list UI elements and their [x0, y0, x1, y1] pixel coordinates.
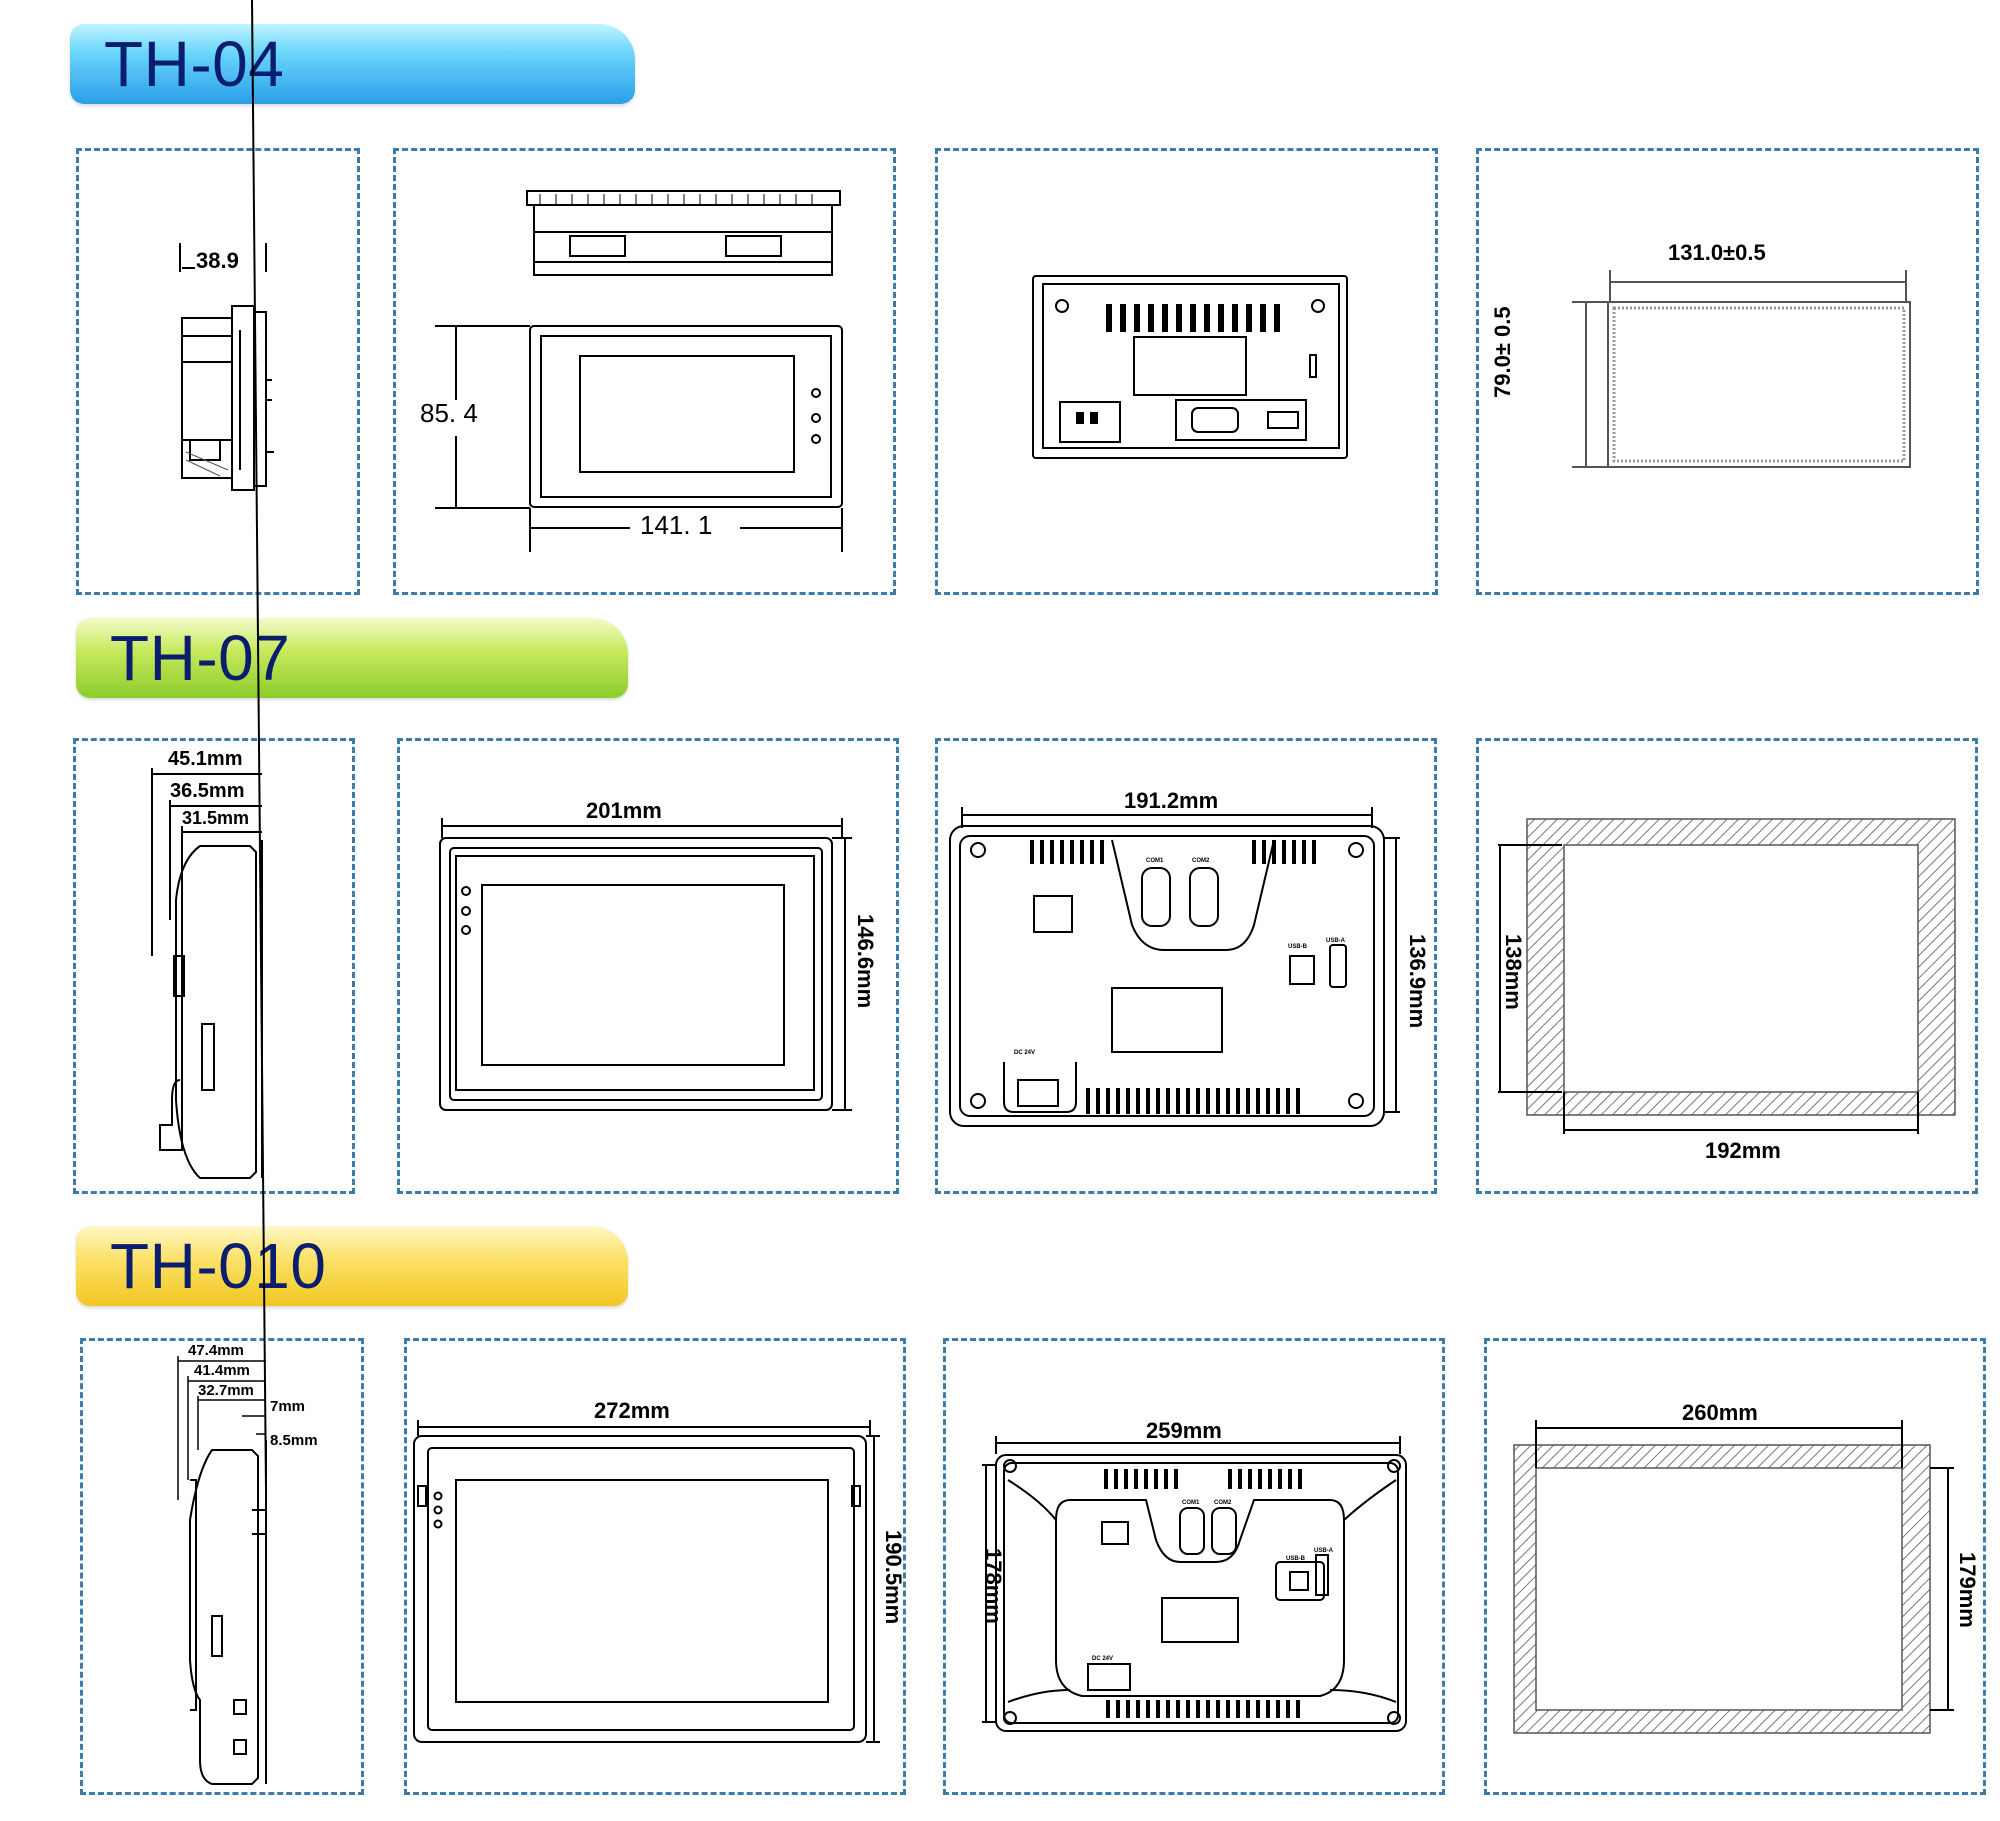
th010-depth1-label: 47.4mm	[188, 1342, 244, 1359]
th04-depth-label: 38.9	[196, 248, 239, 273]
panel-th07-rear	[935, 738, 1437, 1194]
port-label-usb-b: USB-B	[1288, 944, 1308, 950]
panel-th04-side	[76, 148, 360, 595]
port-label-com1: COM1	[1146, 858, 1164, 864]
th04-height-label: 85. 4	[420, 398, 478, 428]
port-label-usb-a: USB-A	[1326, 938, 1346, 944]
port-label-dc24v: DC 24V	[1092, 1656, 1113, 1662]
port-label-com2: COM2	[1214, 1500, 1232, 1506]
th010-cutout-height-label: 179mm	[1955, 1552, 1980, 1628]
port-label-usb-a: USB-A	[1314, 1548, 1334, 1554]
panel-th04-cutout	[1476, 148, 1979, 595]
panel-th07-side	[73, 738, 355, 1194]
th010-front-width-label: 272mm	[594, 1398, 670, 1423]
section-banner-th04: TH-04	[70, 24, 635, 104]
section-banner-th07: TH-07	[76, 618, 628, 698]
section-title: TH-04	[104, 28, 285, 100]
section-title: TH-010	[110, 1230, 327, 1302]
th07-cutout-width-label: 192mm	[1705, 1138, 1781, 1163]
panel-th04-front	[393, 148, 896, 595]
panel-th07-cutout	[1476, 738, 1978, 1194]
th07-depth2-label: 36.5mm	[170, 780, 245, 802]
th07-rear-width-label: 191.2mm	[1124, 788, 1219, 813]
panel-th010-rear	[943, 1338, 1445, 1795]
panel-th07-front	[397, 738, 899, 1194]
th04-cutout-width-label: 131.0±0.5	[1668, 240, 1766, 265]
th010-rear-width-label: 259mm	[1146, 1418, 1222, 1443]
port-label-com1: COM1	[1182, 1500, 1200, 1506]
th010-depth5-label: 8.5mm	[270, 1432, 318, 1449]
panel-th010-side	[80, 1338, 364, 1795]
section-title: TH-07	[110, 622, 291, 694]
panel-th04-rear	[935, 148, 1438, 595]
panel-th010-cutout	[1484, 1338, 1986, 1795]
port-label-dc24v: DC 24V	[1014, 1050, 1035, 1056]
th04-width-label: 141. 1	[640, 510, 713, 540]
th010-cutout-width-label: 260mm	[1682, 1400, 1758, 1425]
th010-depth4-label: 7mm	[270, 1398, 306, 1415]
section-banner-th010: TH-010	[76, 1226, 628, 1306]
th010-depth3-label: 32.7mm	[198, 1382, 254, 1399]
th07-depth3-label: 31.5mm	[182, 808, 250, 828]
th07-front-width-label: 201mm	[586, 798, 662, 823]
port-label-com2: COM2	[1192, 858, 1210, 864]
th010-depth2-label: 41.4mm	[194, 1362, 250, 1379]
port-label-usb-b: USB-B	[1286, 1556, 1306, 1562]
th07-depth1-label: 45.1mm	[168, 748, 243, 770]
panel-th010-front	[404, 1338, 906, 1795]
